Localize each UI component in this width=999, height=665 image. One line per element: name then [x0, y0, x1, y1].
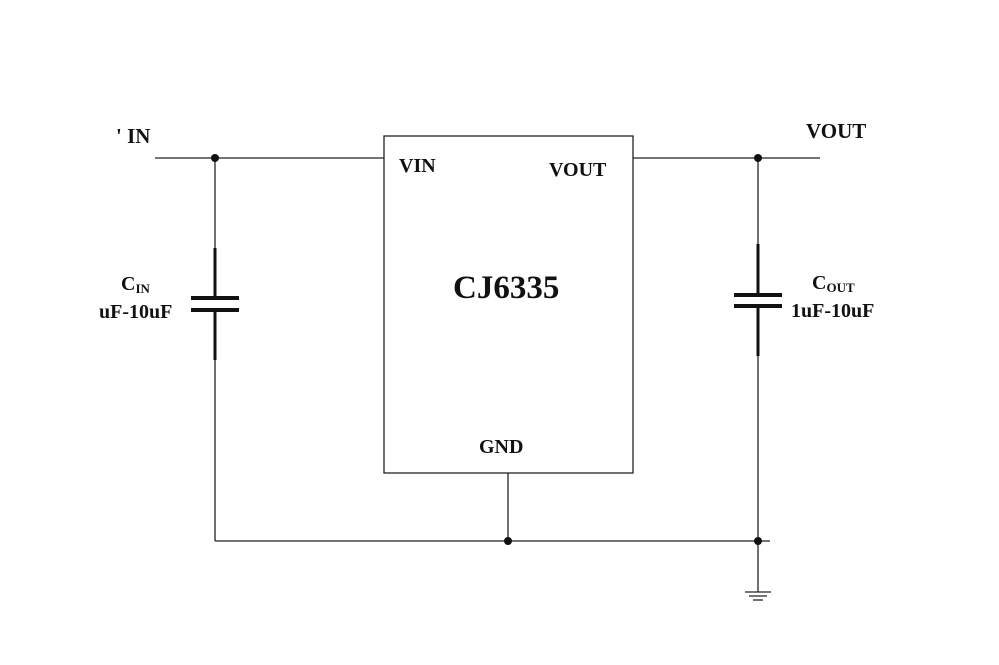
- cin-designator-main: C: [121, 273, 135, 295]
- cin-designator-label: CIN: [121, 273, 151, 296]
- cout-designator-main: C: [812, 272, 826, 294]
- chip-pin-vin-label: VIN: [399, 155, 436, 177]
- ground-symbol-icon: [745, 591, 771, 601]
- junction-dot-gnd-right: [754, 537, 762, 545]
- junction-dot-input: [211, 154, 219, 162]
- input-net-label: ' IN: [116, 124, 150, 148]
- cout-designator-subscript: OUT: [826, 280, 855, 295]
- chip-name-label: CJ6335: [453, 270, 559, 306]
- chip-pin-gnd-label: GND: [479, 436, 523, 458]
- cout-designator-label: COUT: [812, 272, 855, 295]
- chip-pin-vout-label: VOUT: [549, 159, 607, 181]
- cin-designator-subscript: IN: [135, 281, 150, 296]
- chip-body: [383, 135, 634, 474]
- cin-value-label: uF-10uF: [99, 301, 172, 323]
- cout-value-label: 1uF-10uF: [791, 300, 874, 322]
- output-net-label: VOUT: [806, 119, 866, 143]
- junction-dot-output: [754, 154, 762, 162]
- junction-dot-gnd-pin: [504, 537, 512, 545]
